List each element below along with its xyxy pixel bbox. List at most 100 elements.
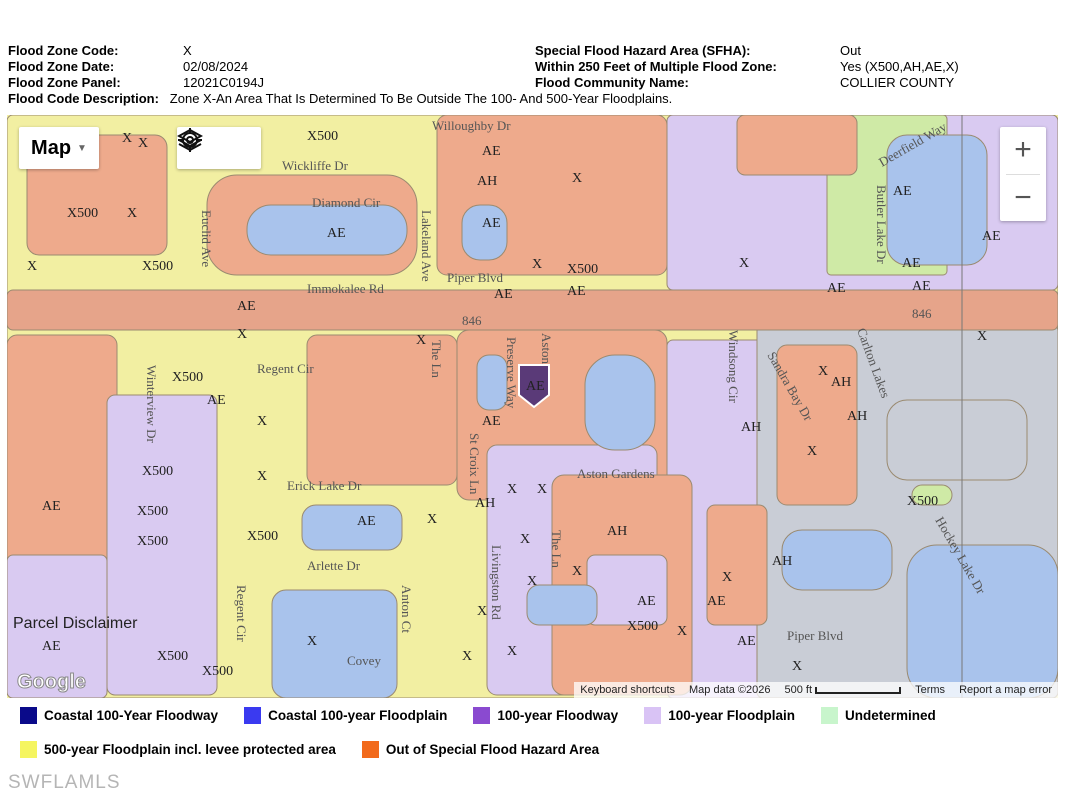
community-name: Flood Community Name: COLLIER COUNTY [535,75,954,91]
terms-link[interactable]: Terms [915,684,946,696]
zone-label: X [416,333,426,348]
zone-label: AE [982,229,1001,244]
zone-x500-area [306,334,458,486]
zone-label: AE [827,281,846,296]
street-label: Preserve Way [504,337,519,409]
legend-swatch [821,707,838,724]
zone-x500-area [776,344,858,506]
map-data-attribution: Map data ©2026 [689,684,771,696]
keyboard-shortcuts-link[interactable]: Keyboard shortcuts [580,684,676,696]
zone-ah-area [106,394,218,696]
value: COLLIER COUNTY [840,75,955,90]
zone-x500-area [7,334,118,576]
zone-label: X [138,136,148,151]
street-label: Wickliffe Dr [282,158,349,173]
value: X [183,43,192,58]
zone-label: AE [567,284,586,299]
zone-label: AH [477,174,497,189]
street-label: Aston Gardens [577,466,655,481]
zone-label: AH [831,375,851,390]
value: Yes (X500,AH,AE,X) [840,59,959,74]
zone-label: X [237,327,247,342]
map-type-label: Map [31,136,72,159]
street-label: Willoughby Dr [432,118,511,133]
zone-ah-area [586,554,668,626]
scale-bar[interactable]: 500 ft [785,684,902,696]
legend-item: 100-year Floodplain [644,707,795,724]
zone-label: X [520,532,530,547]
lake [301,504,403,551]
property-marker-icon[interactable] [518,364,550,409]
zoom-out-button[interactable]: − [1006,173,1040,222]
zone-label: AE [207,393,226,408]
lake [476,354,508,411]
street-label: Erick Lake Dr [287,478,362,493]
label: Flood Community Name: [535,75,689,90]
zone-label: X [572,564,582,579]
zone-label: X500 [907,494,938,509]
legend-row-2: 500-year Floodplain incl. levee protecte… [20,741,599,758]
zone-label: AH [607,524,627,539]
flood-zone-date: Flood Zone Date: 02/08/2024 [8,59,248,75]
zone-label: AE [893,184,912,199]
legend-label: 500-year Floodplain incl. levee protecte… [44,742,336,757]
zone-label: AE [912,279,931,294]
zone-grey-area [886,399,1028,481]
zone-label: X [507,482,517,497]
zone-label: X [257,414,267,429]
lake [906,544,1058,698]
label: Special Flood Hazard Area (SFHA): [535,43,751,58]
label: Flood Zone Date: [8,59,115,74]
zone-label: X [477,604,487,619]
zone-label: X500 [202,664,233,679]
zone-label: AE [327,226,346,241]
zone-ah-area [7,554,108,698]
street-label: Regent Cir [257,361,314,376]
label: Flood Code Description: [8,91,159,106]
zone-label: X500 [67,206,98,221]
lake [584,354,656,451]
report-map-error-link[interactable]: Report a map error [959,684,1052,696]
legend-label: 100-year Floodway [497,708,619,723]
zone-label: AE [707,594,726,609]
zone-label: AH [772,554,792,569]
lake [781,529,893,591]
zone-label: AE [42,639,61,654]
street-label: Regent Cir [234,585,249,642]
street-label: Windsong Cir [726,330,741,403]
zone-label: X [307,634,317,649]
street-label: Anton Ct [399,585,414,633]
map-tools [177,127,261,169]
street-label: Livingston Rd [489,545,504,620]
zone-label: X [127,206,137,221]
value: Out [840,43,861,58]
zoom-controls: + − [1000,127,1046,221]
street-label: Aston [539,333,554,365]
legend-label: Out of Special Flood Hazard Area [385,742,600,757]
zone-label: X [532,257,542,272]
legend-item: Undetermined [821,707,936,724]
zoom-in-button[interactable]: + [1014,133,1032,167]
street-label: Lakeland Ave [419,210,434,282]
flood-zone-code: Flood Zone Code:X [8,43,192,59]
zone-label: X [27,259,37,274]
zone-label: X [977,329,987,344]
zone-label: X [122,131,132,146]
legend-label: 100-year Floodplain [668,708,795,723]
legend-label: Coastal 100-Year Floodway [44,708,219,723]
zone-label: X500 [307,129,338,144]
parcel-disclaimer[interactable]: Parcel Disclaimer [13,615,138,632]
zone-label: X [572,171,582,186]
value: 02/08/2024 [183,59,249,74]
sfha: Special Flood Hazard Area (SFHA): Out [535,43,861,59]
zone-label: X [807,444,817,459]
street-label: Covey [347,653,381,668]
zone-label: AE [357,514,376,529]
zone-label: AE [237,299,256,314]
lake [271,589,398,698]
street-label: 846 [462,313,482,328]
zone-label: X500 [567,262,598,277]
map-type-button[interactable]: Map▼ [19,127,99,169]
